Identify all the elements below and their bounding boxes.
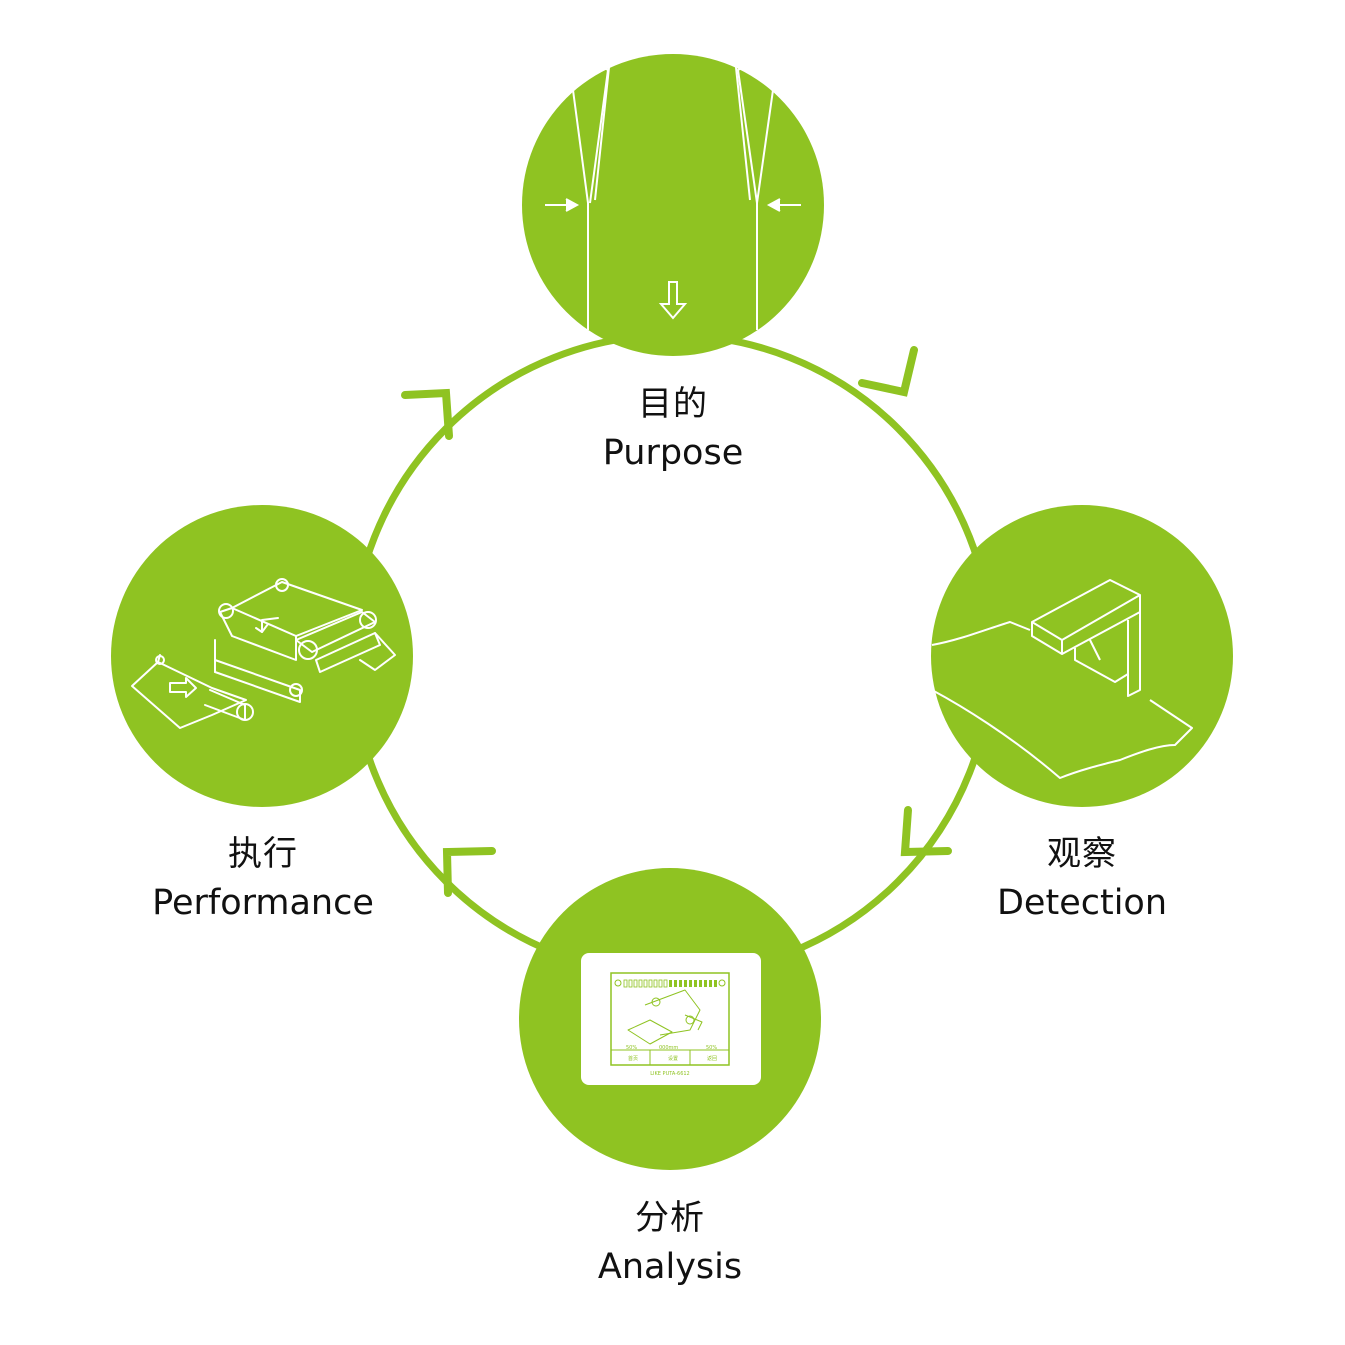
stage-label-analysis: 分析 Analysis xyxy=(490,1194,850,1292)
stage-title-zh: 目的 xyxy=(638,384,708,424)
stage-title-en: Detection xyxy=(996,883,1168,923)
cycle-arrow-bottom-right xyxy=(900,806,952,857)
cycle-arrow-top-right xyxy=(858,346,918,397)
screen-settings-button: 设置 xyxy=(668,1055,678,1062)
stage-title-zh: 分析 xyxy=(635,1198,705,1238)
screen-back-button: 返回 xyxy=(707,1055,717,1062)
stage-label-detection: 观察 Detection xyxy=(902,830,1262,928)
purpose-node xyxy=(522,54,824,356)
cycle-arrow-bottom-left xyxy=(442,847,496,897)
web-width-alignment-icon xyxy=(545,57,801,330)
screen-model-label: LIKE PUTA-6612 xyxy=(650,1071,689,1077)
screen-center-value: 000mm xyxy=(659,1045,678,1051)
screen-right-value: 50% xyxy=(706,1045,717,1051)
stage-title-zh: 执行 xyxy=(228,834,298,874)
roller-guide-machine-icon xyxy=(131,578,396,729)
stage-label-performance: 执行 Performance xyxy=(83,830,443,928)
stage-label-purpose: 目的 Purpose xyxy=(493,380,853,478)
screen-left-value: 50% xyxy=(626,1045,637,1051)
stage-title-en: Analysis xyxy=(597,1247,743,1287)
performance-node xyxy=(111,505,413,807)
analysis-node: 50% 000mm 50% 首页 设置 返回 LIKE PUTA-6612 xyxy=(519,868,821,1170)
cycle-arrow-top-left xyxy=(401,388,453,440)
detection-node xyxy=(931,505,1233,807)
stage-title-en: Purpose xyxy=(602,433,744,473)
screen-home-button: 首页 xyxy=(628,1055,638,1062)
controller-screen-icon: 50% 000mm 50% 首页 设置 返回 LIKE PUTA-6612 xyxy=(581,953,761,1085)
stage-title-en: Performance xyxy=(152,883,374,923)
stage-title-zh: 观察 xyxy=(1047,834,1117,874)
edge-sensor-icon xyxy=(931,579,1193,779)
